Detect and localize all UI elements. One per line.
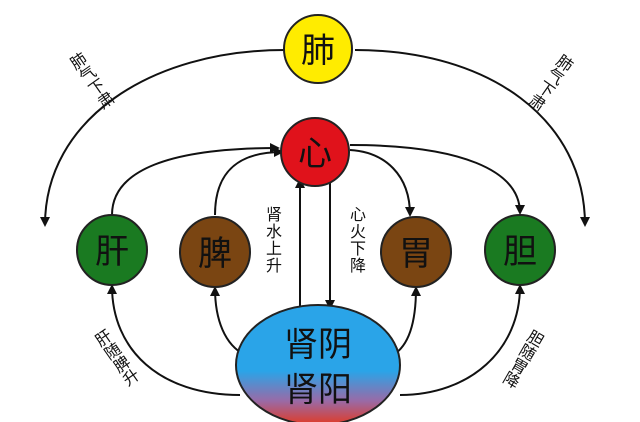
arrow-heart-to-stomach — [349, 149, 415, 217]
label-kidney-water-rises: 肾水上升 — [263, 206, 282, 274]
arrow-kidney-to-liver — [107, 284, 241, 396]
arrow-liver-to-heart — [111, 143, 280, 216]
arrow-spleen-to-heart — [214, 147, 284, 216]
arrow-kidney-to-stomach — [392, 286, 421, 356]
node-lung: 肺 — [283, 14, 353, 84]
node-kidney: 肾阴 肾阳 — [235, 304, 401, 422]
node-gallbladder: 胆 — [484, 214, 556, 286]
node-heart: 心 — [280, 117, 350, 187]
node-spleen-label: 脾 — [198, 234, 232, 274]
node-stomach: 胃 — [380, 216, 452, 288]
node-lung-label: 肺 — [301, 31, 335, 71]
arrow-heart-to-gallbladder — [349, 144, 525, 215]
node-kidney-yang-label: 肾阳 — [284, 370, 352, 410]
node-stomach-label: 胃 — [399, 234, 433, 274]
node-heart-label: 心 — [298, 134, 332, 174]
node-gallbladder-label: 胆 — [503, 232, 537, 272]
node-liver-label: 肝 — [95, 232, 129, 272]
node-liver: 肝 — [76, 214, 148, 286]
arrow-kidney-to-gallbladder — [399, 284, 525, 396]
arrow-lung-to-gallbladder — [354, 49, 590, 227]
label-heart-fire-descends: 心火下降 — [347, 206, 366, 274]
node-spleen: 脾 — [179, 216, 251, 288]
node-kidney-yin-label: 肾阴 — [284, 325, 352, 365]
arrow-lung-to-liver — [40, 49, 286, 227]
